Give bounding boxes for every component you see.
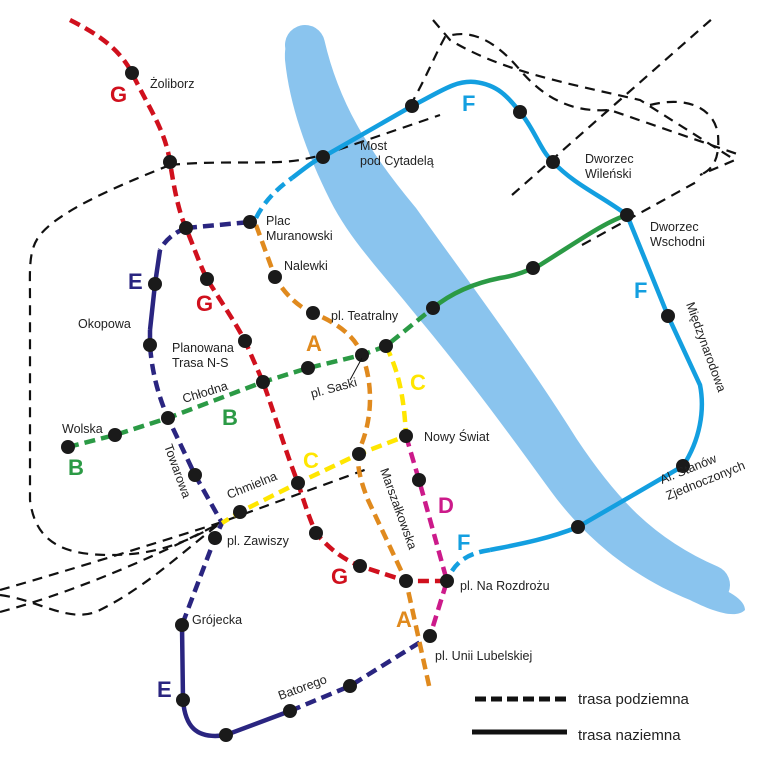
station[interactable] [399,574,413,588]
station[interactable] [179,221,193,235]
line-d-label: D [438,493,454,518]
line-d [403,435,450,637]
line-c-label: C [410,370,426,395]
station[interactable] [309,526,323,540]
line-g-label: G [331,564,348,589]
label-most: pod Cytadelą [360,154,434,168]
station[interactable] [352,447,366,461]
station[interactable] [405,99,419,113]
label-nowy-swiat: Nowy Świat [424,429,490,444]
station-okopowa[interactable] [143,338,157,352]
station[interactable] [412,473,426,487]
station[interactable] [301,361,315,375]
label-miedzynarodowa: Międzynarodowa [683,300,728,394]
station-batorego[interactable] [283,704,297,718]
label-saski: pl. Saski [309,375,358,401]
station[interactable] [219,728,233,742]
label-teatralny: pl. Teatralny [331,309,399,323]
label-towarowa: Towarowa [161,442,193,500]
label-na-rozdrozu: pl. Na Rozdrożu [460,579,550,593]
label-zoliborz: Żoliborz [150,77,194,91]
station-towarowa[interactable] [188,468,202,482]
station[interactable] [379,339,393,353]
station-chmielna[interactable] [233,505,247,519]
station[interactable] [291,476,305,490]
line-e-label: E [128,269,143,294]
station-saski[interactable] [355,348,369,362]
station-teatralny[interactable] [306,306,320,320]
station-zoliborz[interactable] [125,66,139,80]
station[interactable] [148,277,162,291]
station-planowana[interactable] [238,334,252,348]
label-zawiszy: pl. Zawiszy [227,534,290,548]
station-unii-lubelskiej[interactable] [423,629,437,643]
label-unii-lubelskiej: pl. Unii Lubelskiej [435,649,532,663]
label-okopowa: Okopowa [78,317,131,331]
line-g [68,17,447,584]
station[interactable] [343,679,357,693]
label-wschodni: Wschodni [650,235,705,249]
stations [61,66,690,742]
label-wolska: Wolska [62,422,103,436]
label-wilenski: Dworzec [585,152,634,166]
station-dworzec-wschodni[interactable] [620,208,634,222]
station[interactable] [256,375,270,389]
line-e-label: E [157,677,172,702]
station-miedzynarodowa[interactable] [661,309,675,323]
legend-surface: trasa naziemna [578,727,681,744]
label-grojecka: Grójecka [192,613,242,627]
line-letters: G G G E E A A B B C C D F F F [68,82,647,702]
label-most: Most [360,139,388,153]
saski-pointer [349,357,363,381]
line-f-label: F [457,530,470,555]
legend-underground: trasa podziemna [578,691,690,708]
line-b-label: B [68,455,84,480]
label-wilenski: Wileński [585,167,632,181]
station-muranowski[interactable] [243,215,257,229]
line-c-label: C [303,448,319,473]
station-stanow[interactable] [676,459,690,473]
vistula-river-body [285,25,730,605]
station-nalewki[interactable] [268,270,282,284]
label-wschodni: Dworzec [650,220,699,234]
line-f-label: F [634,278,647,303]
station[interactable] [571,520,585,534]
station[interactable] [526,261,540,275]
station[interactable] [163,155,177,169]
line-c [220,344,409,525]
station[interactable] [426,301,440,315]
station[interactable] [176,693,190,707]
station-zawiszy[interactable] [208,531,222,545]
station[interactable] [200,272,214,286]
station-most[interactable] [316,150,330,164]
station-dworzec-wilenski[interactable] [546,155,560,169]
station[interactable] [161,411,175,425]
line-g-label: G [196,291,213,316]
station-na-rozdrozu[interactable] [440,574,454,588]
label-planowana: Planowana [172,341,234,355]
station[interactable] [108,428,122,442]
line-b-label: B [222,405,238,430]
line-g-label: G [110,82,127,107]
railway-lines [0,17,741,616]
station-grojecka[interactable] [175,618,189,632]
label-planowana: Trasa N-S [172,356,229,370]
line-a-label: A [306,331,322,356]
label-muranowski: Muranowski [266,229,333,243]
station[interactable] [513,105,527,119]
line-f-label: F [462,91,475,116]
station-nowy-swiat[interactable] [399,429,413,443]
legend: trasa podziemna trasa naziemna [472,691,690,744]
station[interactable] [353,559,367,573]
label-nalewki: Nalewki [284,259,328,273]
label-muranowski: Plac [266,214,290,228]
station-wolska[interactable] [61,440,75,454]
label-batorego: Batorego [276,672,329,703]
line-a-label: A [396,607,412,632]
